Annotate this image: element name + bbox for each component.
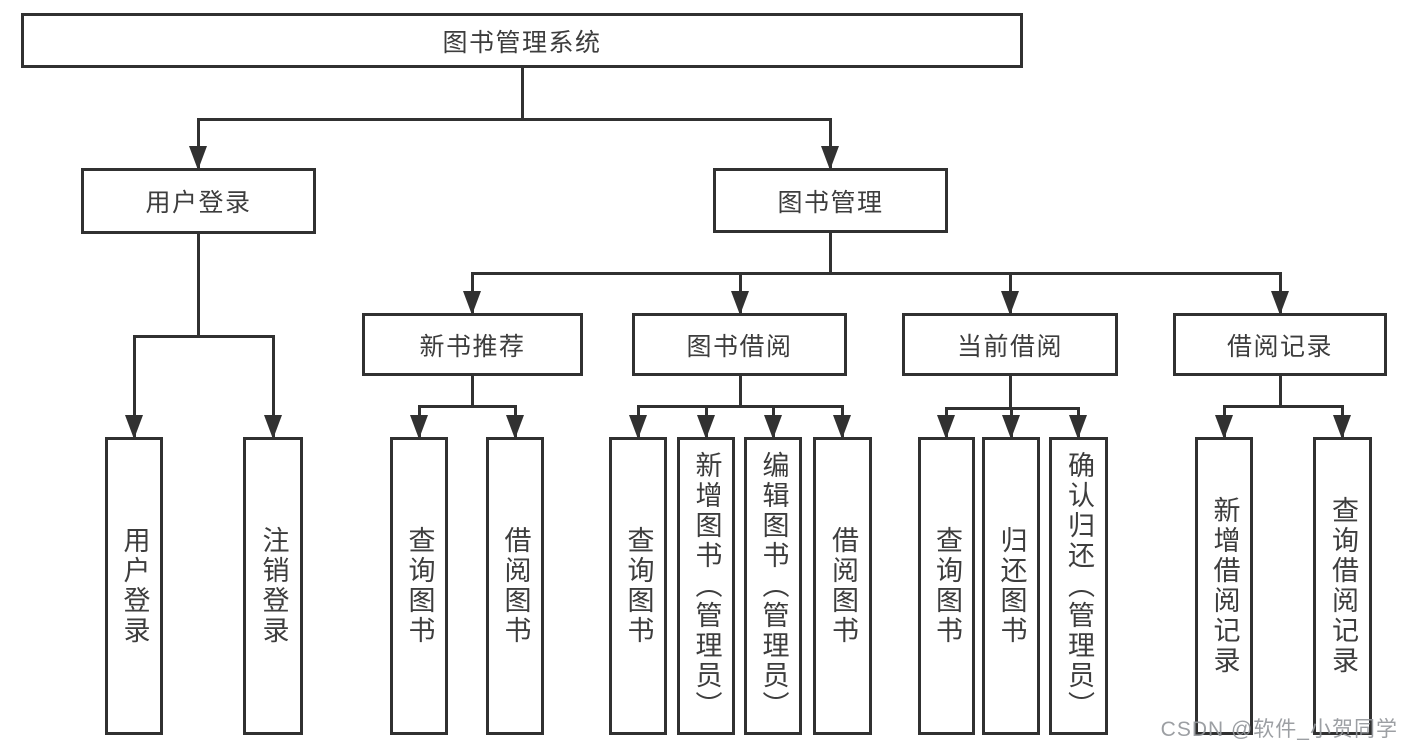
arrow-down-icon bbox=[1001, 291, 1019, 315]
node-leaf-borrow-books-1: 借阅图书 bbox=[486, 437, 544, 735]
node-leaf-return-books: 归还图书 bbox=[982, 437, 1040, 735]
connector-bar-new-book-recommend bbox=[418, 405, 517, 408]
connector-stem-book-borrowing bbox=[739, 376, 742, 408]
connector-drop bbox=[133, 335, 136, 437]
arrow-down-icon bbox=[264, 415, 282, 439]
node-leaf-confirm-return: 确认归还（管理员） bbox=[1049, 437, 1108, 735]
arrow-down-icon bbox=[697, 415, 715, 439]
node-new-book-recommend: 新书推荐 bbox=[362, 313, 583, 376]
arrow-down-icon bbox=[189, 146, 207, 170]
arrow-down-icon bbox=[1215, 415, 1233, 439]
node-label: 用户登录 bbox=[119, 526, 150, 646]
arrow-down-icon bbox=[731, 291, 749, 315]
arrow-down-icon bbox=[1333, 415, 1351, 439]
node-leaf-logout: 注销登录 bbox=[243, 437, 303, 735]
connector-stem-current-borrowing bbox=[1009, 376, 1012, 410]
arrow-down-icon bbox=[629, 415, 647, 439]
connector-stem-user-login bbox=[197, 234, 200, 338]
connector-bar-book-borrowing bbox=[637, 405, 844, 408]
node-leaf-add-books: 新增图书（管理员） bbox=[677, 437, 735, 735]
node-leaf-borrow-books-2: 借阅图书 bbox=[813, 437, 872, 735]
watermark: CSDN @软件_小贺同学 bbox=[1160, 718, 1398, 741]
connector-drop bbox=[272, 335, 275, 437]
node-book-management: 图书管理 bbox=[713, 168, 948, 233]
arrow-down-icon bbox=[1271, 291, 1289, 315]
node-label: 新书推荐 bbox=[419, 332, 526, 361]
connector-bar-borrowing-records bbox=[1223, 405, 1344, 408]
connector-stem-borrowing-records bbox=[1279, 376, 1282, 408]
arrow-down-icon bbox=[937, 415, 955, 439]
node-leaf-query-books-2: 查询图书 bbox=[609, 437, 667, 735]
arrow-down-icon bbox=[463, 291, 481, 315]
connector-drop bbox=[197, 118, 200, 168]
node-leaf-query-borrow-record: 查询借阅记录 bbox=[1313, 437, 1372, 735]
node-root: 图书管理系统 bbox=[21, 13, 1023, 68]
node-leaf-query-books-3: 查询图书 bbox=[918, 437, 975, 735]
node-label: 新增借阅记录 bbox=[1209, 496, 1240, 676]
connector-stem-new-book-recommend bbox=[471, 376, 474, 408]
arrow-down-icon bbox=[125, 415, 143, 439]
node-leaf-query-books-1: 查询图书 bbox=[390, 437, 448, 735]
node-label: 归还图书 bbox=[996, 526, 1027, 646]
node-current-borrowing: 当前借阅 bbox=[902, 313, 1118, 376]
node-label: 确认归还（管理员） bbox=[1064, 451, 1094, 721]
node-label: 借阅图书 bbox=[500, 526, 531, 646]
connector-bar-root bbox=[197, 118, 832, 121]
node-label: 查询图书 bbox=[932, 526, 962, 646]
connector-drop bbox=[829, 118, 832, 168]
node-label: 查询图书 bbox=[404, 526, 435, 646]
node-label: 查询图书 bbox=[623, 526, 654, 646]
node-book-borrowing: 图书借阅 bbox=[632, 313, 847, 376]
node-leaf-add-borrow-record: 新增借阅记录 bbox=[1195, 437, 1253, 735]
node-label: 当前借阅 bbox=[956, 332, 1063, 361]
arrow-down-icon bbox=[410, 415, 428, 439]
connector-bar-book-management bbox=[471, 272, 1282, 275]
node-label: 借阅图书 bbox=[828, 526, 858, 646]
node-leaf-user-login: 用户登录 bbox=[105, 437, 163, 735]
node-leaf-edit-books: 编辑图书（管理员） bbox=[744, 437, 802, 735]
connector-stem-book-management bbox=[829, 233, 832, 275]
arrow-down-icon bbox=[821, 146, 839, 170]
arrow-down-icon bbox=[833, 415, 851, 439]
node-borrowing-records: 借阅记录 bbox=[1173, 313, 1387, 376]
connector-bar-user-login bbox=[133, 335, 275, 338]
node-label: 编辑图书（管理员） bbox=[758, 451, 789, 721]
node-label: 图书管理 bbox=[777, 188, 884, 217]
node-user-login: 用户登录 bbox=[81, 168, 316, 234]
node-label: 图书借阅 bbox=[686, 332, 793, 361]
node-label: 图书管理系统 bbox=[442, 28, 602, 57]
node-label: 用户登录 bbox=[145, 189, 252, 217]
node-label: 新增图书（管理员） bbox=[691, 451, 722, 721]
arrow-down-icon bbox=[764, 415, 782, 439]
node-label: 借阅记录 bbox=[1226, 332, 1333, 361]
arrow-down-icon bbox=[1069, 415, 1087, 439]
arrow-down-icon bbox=[1002, 415, 1020, 439]
node-label: 注销登录 bbox=[258, 526, 289, 646]
arrow-down-icon bbox=[506, 415, 524, 439]
node-label: 查询借阅记录 bbox=[1328, 496, 1358, 676]
connector-stem-root bbox=[521, 68, 524, 121]
